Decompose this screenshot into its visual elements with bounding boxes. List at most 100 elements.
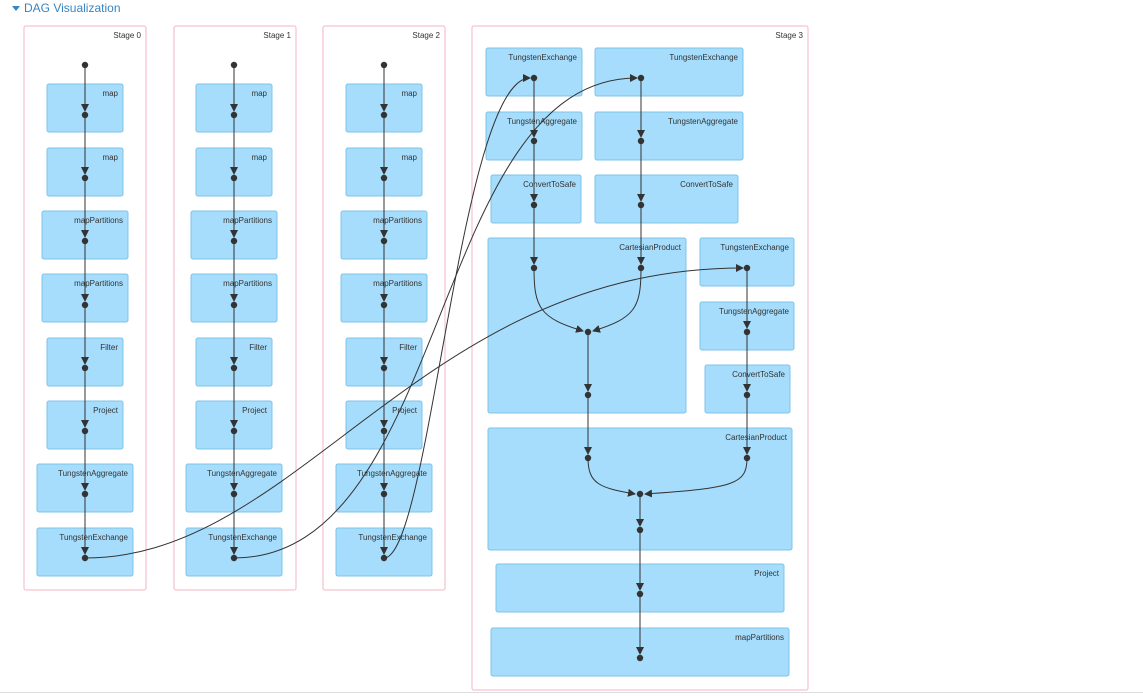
node-label: TungstenAggregate xyxy=(58,469,129,478)
rdd-dot xyxy=(637,74,645,82)
node-label: mapPartitions xyxy=(223,279,272,288)
rdd-dot xyxy=(380,174,388,182)
dag-title: DAG Visualization xyxy=(24,1,121,15)
rdd-dot xyxy=(230,61,238,69)
node-label: mapPartitions xyxy=(373,279,422,288)
rdd-dot xyxy=(743,328,751,336)
node-label: Project xyxy=(754,569,780,578)
node-label: mapPartitions xyxy=(74,279,123,288)
rdd-dot xyxy=(637,137,645,145)
node-label: TungstenExchange xyxy=(669,53,738,62)
rdd-dot xyxy=(230,364,238,372)
node-label: TungstenAggregate xyxy=(207,469,278,478)
rdd-dot xyxy=(530,201,538,209)
dag-edge xyxy=(233,74,638,559)
dag-visualization-toggle[interactable]: DAG Visualization xyxy=(12,0,121,16)
node-label: Filter xyxy=(249,343,267,352)
rdd-dot xyxy=(584,454,592,462)
node-label: ConvertToSafe xyxy=(523,180,576,189)
node-label: Filter xyxy=(100,343,118,352)
node-cartesian-product[interactable]: CartesianProduct xyxy=(487,237,687,414)
rdd-dot xyxy=(81,301,89,309)
rdd-dot xyxy=(530,137,538,145)
rdd-dot xyxy=(81,237,89,245)
rdd-dot xyxy=(530,264,538,272)
rdd-dot xyxy=(584,391,592,399)
rdd-dot xyxy=(81,364,89,372)
rdd-dot xyxy=(81,554,89,562)
dag-edge xyxy=(592,267,642,333)
node-tungsten-aggregate[interactable]: TungstenAggregate xyxy=(594,111,744,161)
node-box xyxy=(594,47,744,97)
node-label: TungstenExchange xyxy=(358,533,427,542)
node-label: mapPartitions xyxy=(373,216,422,225)
dag-edge xyxy=(587,457,636,497)
rdd-dot xyxy=(230,427,238,435)
node-box xyxy=(594,111,744,161)
node-label: TungstenAggregate xyxy=(719,307,790,316)
node-label: CartesianProduct xyxy=(725,433,788,442)
caret-down-icon xyxy=(12,5,20,11)
rdd-dot xyxy=(636,526,644,534)
rdd-dot xyxy=(81,427,89,435)
node-label: TungstenAggregate xyxy=(668,117,739,126)
rdd-dot xyxy=(230,490,238,498)
rdd-dot xyxy=(637,264,645,272)
rdd-dot xyxy=(637,201,645,209)
rdd-dot xyxy=(81,111,89,119)
rdd-dot xyxy=(530,74,538,82)
node-label: ConvertToSafe xyxy=(732,370,785,379)
node-label: TungstenExchange xyxy=(720,243,789,252)
node-convert-to-safe[interactable]: ConvertToSafe xyxy=(594,174,739,224)
rdd-dot xyxy=(636,654,644,662)
rdd-dot xyxy=(380,237,388,245)
node-label: map xyxy=(102,89,118,98)
node-label: CartesianProduct xyxy=(619,243,682,252)
rdd-dot xyxy=(230,174,238,182)
node-label: map xyxy=(401,89,417,98)
rdd-dot xyxy=(636,490,644,498)
node-tungsten-exchange[interactable]: TungstenExchange xyxy=(699,237,795,287)
rdd-dot xyxy=(380,301,388,309)
rdd-dot xyxy=(380,364,388,372)
rdd-dot xyxy=(743,391,751,399)
rdd-dot xyxy=(380,554,388,562)
node-label: TungstenExchange xyxy=(208,533,277,542)
rdd-dot xyxy=(380,111,388,119)
node-label: TungstenExchange xyxy=(59,533,128,542)
rdd-dot xyxy=(380,490,388,498)
stage-label: Stage 1 xyxy=(263,31,291,40)
node-box xyxy=(594,174,739,224)
stage-label: Stage 3 xyxy=(775,31,803,40)
rdd-dot xyxy=(81,174,89,182)
node-label: Project xyxy=(392,406,418,415)
node-label: map xyxy=(251,153,267,162)
dag-edge xyxy=(644,457,748,498)
rdd-dot xyxy=(81,490,89,498)
footer-divider xyxy=(0,692,1143,693)
rdd-dot xyxy=(584,328,592,336)
node-label: ConvertToSafe xyxy=(680,180,733,189)
node-label: map xyxy=(251,89,267,98)
node-label: Filter xyxy=(399,343,417,352)
dag-edge xyxy=(383,74,531,559)
rdd-dot xyxy=(380,61,388,69)
node-convert-to-safe[interactable]: ConvertToSafe xyxy=(490,174,582,224)
stage-label: Stage 2 xyxy=(412,31,440,40)
node-tungsten-exchange[interactable]: TungstenExchange xyxy=(594,47,744,97)
node-label: mapPartitions xyxy=(735,633,784,642)
rdd-dot xyxy=(380,427,388,435)
node-label: Project xyxy=(93,406,119,415)
rdd-dot xyxy=(230,111,238,119)
rdd-dot xyxy=(743,454,751,462)
node-label: mapPartitions xyxy=(74,216,123,225)
node-label: TungstenAggregate xyxy=(357,469,428,478)
rdd-dot xyxy=(636,590,644,598)
rdd-dot xyxy=(81,61,89,69)
rdd-dot xyxy=(230,237,238,245)
dag-edge xyxy=(84,264,744,559)
rdd-dot xyxy=(230,554,238,562)
node-label: TungstenExchange xyxy=(508,53,577,62)
